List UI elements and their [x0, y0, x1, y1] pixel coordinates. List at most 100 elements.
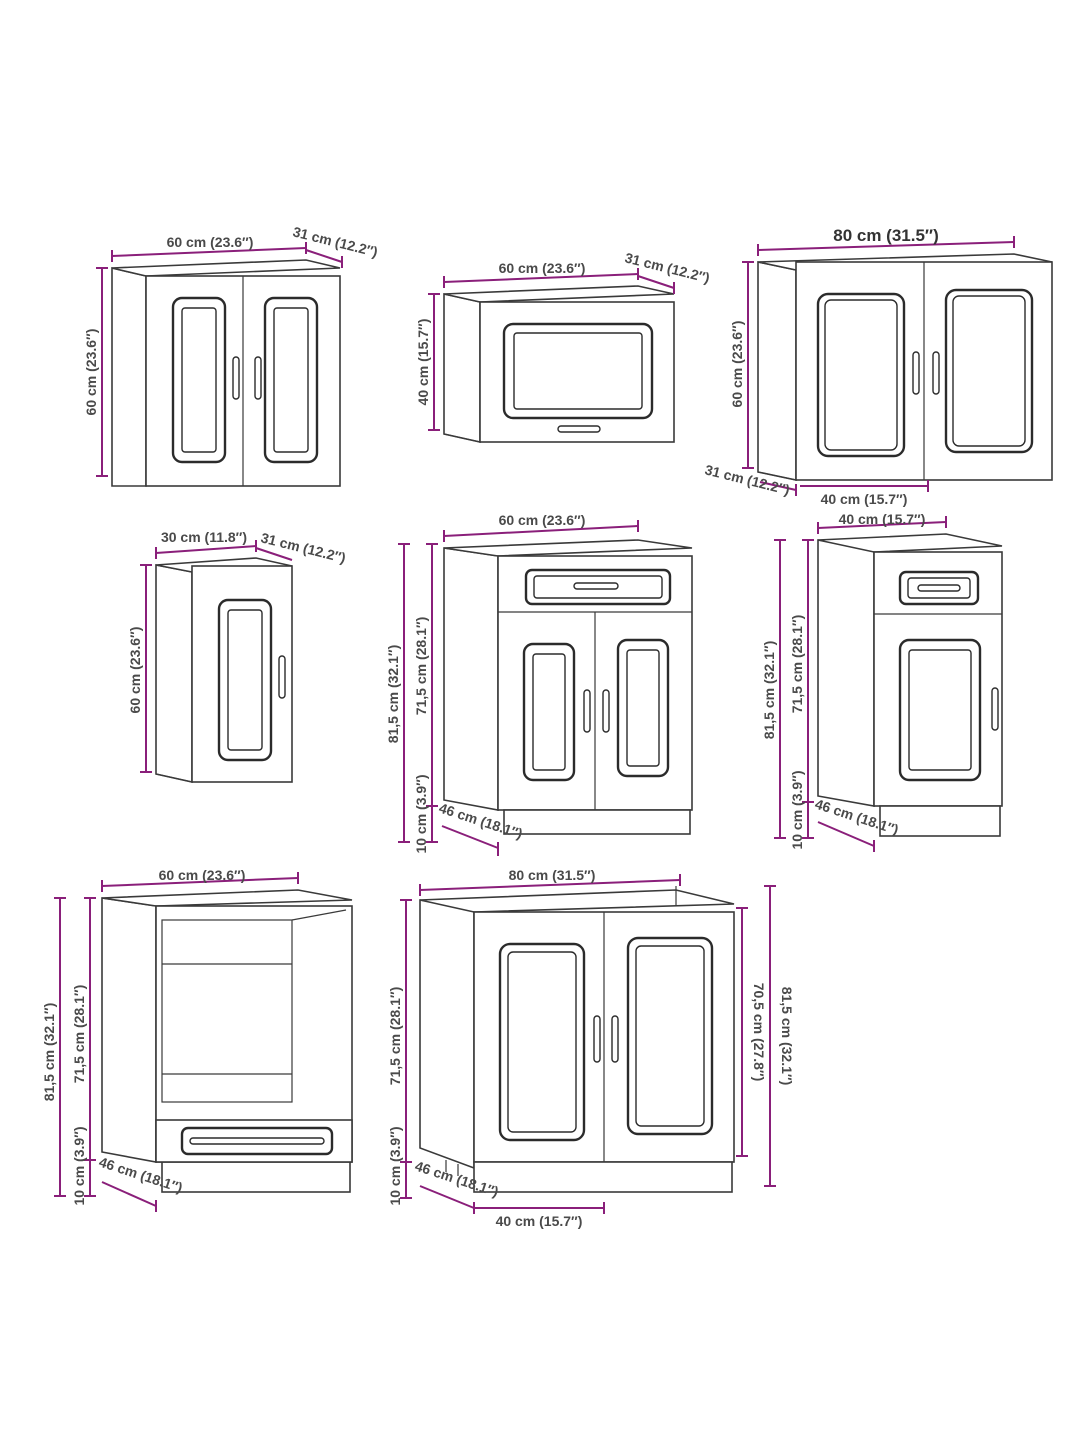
- plinth: [473, 1161, 733, 1193]
- oven-opening-edge: [291, 909, 347, 921]
- door-panel-left-inner: [507, 951, 577, 1133]
- cabinet-side: [101, 897, 157, 1163]
- label-height: 60 cm (23.6″): [83, 329, 99, 416]
- cabinet-side: [419, 899, 475, 1170]
- label-total-height: 81,5 cm (32.1″): [761, 641, 777, 740]
- label-height: 40 cm (15.7″): [415, 319, 431, 406]
- cabinet-front: [191, 565, 293, 783]
- label-width: 60 cm (23.6″): [499, 260, 586, 276]
- base-cabinet-drawer-40: 40 cm (15.7″) 81,5 cm (32.1″) 71,5 cm (2…: [761, 511, 1003, 852]
- label-body-height: 71,5 cm (28.1″): [789, 615, 805, 714]
- flap-panel-inner: [513, 332, 643, 410]
- door-panel-right-inner: [273, 307, 309, 453]
- label-width: 80 cm (31.5″): [509, 867, 596, 883]
- cabinet-top: [817, 533, 1003, 553]
- drawer-panel: [898, 570, 980, 606]
- dim-line-width: [757, 241, 1015, 251]
- label-door-width: 40 cm (15.7″): [496, 1213, 583, 1229]
- oven-drawer-panel: [180, 1126, 334, 1156]
- cabinet-top: [101, 889, 353, 907]
- door-panel-left: [522, 642, 576, 782]
- handle-left: [912, 351, 920, 395]
- door-panel-left-inner: [181, 307, 217, 453]
- label-door-width: 40 cm (15.7″): [821, 491, 908, 507]
- drawer-handle: [917, 584, 961, 592]
- door-panel-left: [816, 292, 906, 458]
- base-cabinet-drawer-60: 60 cm (23.6″) 81,5 cm (32.1″) 71,5 cm (2…: [385, 512, 693, 856]
- label-depth: 31 cm (12.2″): [291, 223, 379, 260]
- label-body-height: 71,5 cm (28.1″): [413, 617, 429, 716]
- dim-line-depth: [637, 275, 675, 289]
- drawer-panel-inner: [907, 577, 971, 599]
- door-handle: [278, 655, 286, 699]
- handle-right: [611, 1015, 619, 1063]
- cabinet-side: [443, 547, 499, 811]
- dim-line-width: [817, 521, 947, 529]
- dim-line-depth: [255, 547, 293, 561]
- handle-right: [254, 356, 262, 400]
- dim-line-width: [155, 545, 257, 554]
- wall-cabinet-flap-60: 60 cm (23.6″) 31 cm (12.2″) 40 cm (15.7″…: [415, 249, 711, 443]
- dim-line-width: [111, 247, 307, 257]
- dim-line-depth: [305, 249, 343, 263]
- dim-line-depth: [759, 481, 797, 491]
- cabinet-side: [443, 293, 481, 443]
- cabinet-top: [443, 285, 675, 303]
- plinth: [503, 809, 691, 835]
- label-depth: 31 cm (12.2″): [259, 529, 347, 566]
- wall-cabinet-double-60: 60 cm (23.6″) 31 cm (12.2″) 60 cm (23.6″…: [83, 223, 379, 487]
- label-width: 40 cm (15.7″): [839, 511, 926, 527]
- label-width: 60 cm (23.6″): [167, 234, 254, 250]
- door-panel-right-inner: [635, 945, 705, 1127]
- door-panel-right-inner: [626, 649, 660, 767]
- label-height: 60 cm (23.6″): [127, 627, 143, 714]
- cabinet-top-open: [419, 889, 735, 913]
- cabinet-edge: [757, 471, 797, 481]
- door-panel-left: [498, 942, 586, 1142]
- door-panel-right-inner: [952, 295, 1026, 447]
- handle-right: [932, 351, 940, 395]
- wall-cabinet-single-30: 30 cm (11.8″) 31 cm (12.2″) 60 cm (23.6″…: [127, 529, 347, 783]
- cabinet-edge: [443, 433, 481, 443]
- handle-left: [593, 1015, 601, 1063]
- dim-line-width: [419, 879, 681, 891]
- label-plinth-top: 10 cm (3.9″): [71, 1126, 87, 1205]
- cabinet-edge: [155, 773, 193, 783]
- base-cabinet-oven-60: 60 cm (23.6″) 81,5 cm (32.1″) 71,5 cm (2…: [41, 867, 353, 1212]
- handle-left: [232, 356, 240, 400]
- dim-line-width: [101, 877, 299, 887]
- label-body-height: 71,5 cm (28.1″): [387, 987, 403, 1086]
- base-cabinet-sink-80: 80 cm (31.5″) 71,5 cm (28.1″) 10 cm (3.9…: [387, 867, 795, 1229]
- door-handle: [991, 687, 999, 731]
- door-panel-left: [171, 296, 227, 464]
- oven-drawer-handle: [189, 1137, 325, 1145]
- label-width: 60 cm (23.6″): [499, 512, 586, 528]
- label-width: 30 cm (11.8″): [161, 529, 247, 545]
- dim-line-width: [443, 273, 639, 283]
- label-total-height: 81,5 cm (32.1″): [41, 1003, 57, 1102]
- door-panel: [898, 638, 982, 782]
- dim-line-width: [443, 525, 639, 537]
- cabinet-side: [111, 266, 147, 487]
- label-total-height: 81,5 cm (32.1″): [385, 645, 401, 744]
- cabinet-top: [443, 539, 693, 557]
- dim-line-depth: [101, 1181, 157, 1207]
- door-panel-left-inner: [824, 299, 898, 451]
- flap-handle: [557, 425, 601, 433]
- label-height: 60 cm (23.6″): [729, 321, 745, 408]
- door-panel-right: [263, 296, 319, 464]
- label-plinth-top: 10 cm (3.9″): [413, 774, 429, 853]
- label-plinth-top: 10 cm (3.9″): [387, 1126, 403, 1205]
- label-plinth-top: 10 cm (3.9″): [789, 770, 805, 849]
- door-panel-right: [616, 638, 670, 778]
- drawer-panel-inner: [533, 575, 663, 599]
- flap-panel: [502, 322, 654, 420]
- cabinet-side: [757, 261, 797, 481]
- door-panel-inner: [227, 609, 263, 751]
- oven-opening: [161, 919, 293, 1103]
- handle-left: [583, 689, 591, 733]
- door-panel-left-inner: [532, 653, 566, 771]
- label-inner-height: 70,5 cm (27.8″): [751, 983, 767, 1082]
- label-total-height: 81,5 cm (32.1″): [779, 987, 795, 1086]
- label-width: 80 cm (31.5″): [833, 226, 938, 245]
